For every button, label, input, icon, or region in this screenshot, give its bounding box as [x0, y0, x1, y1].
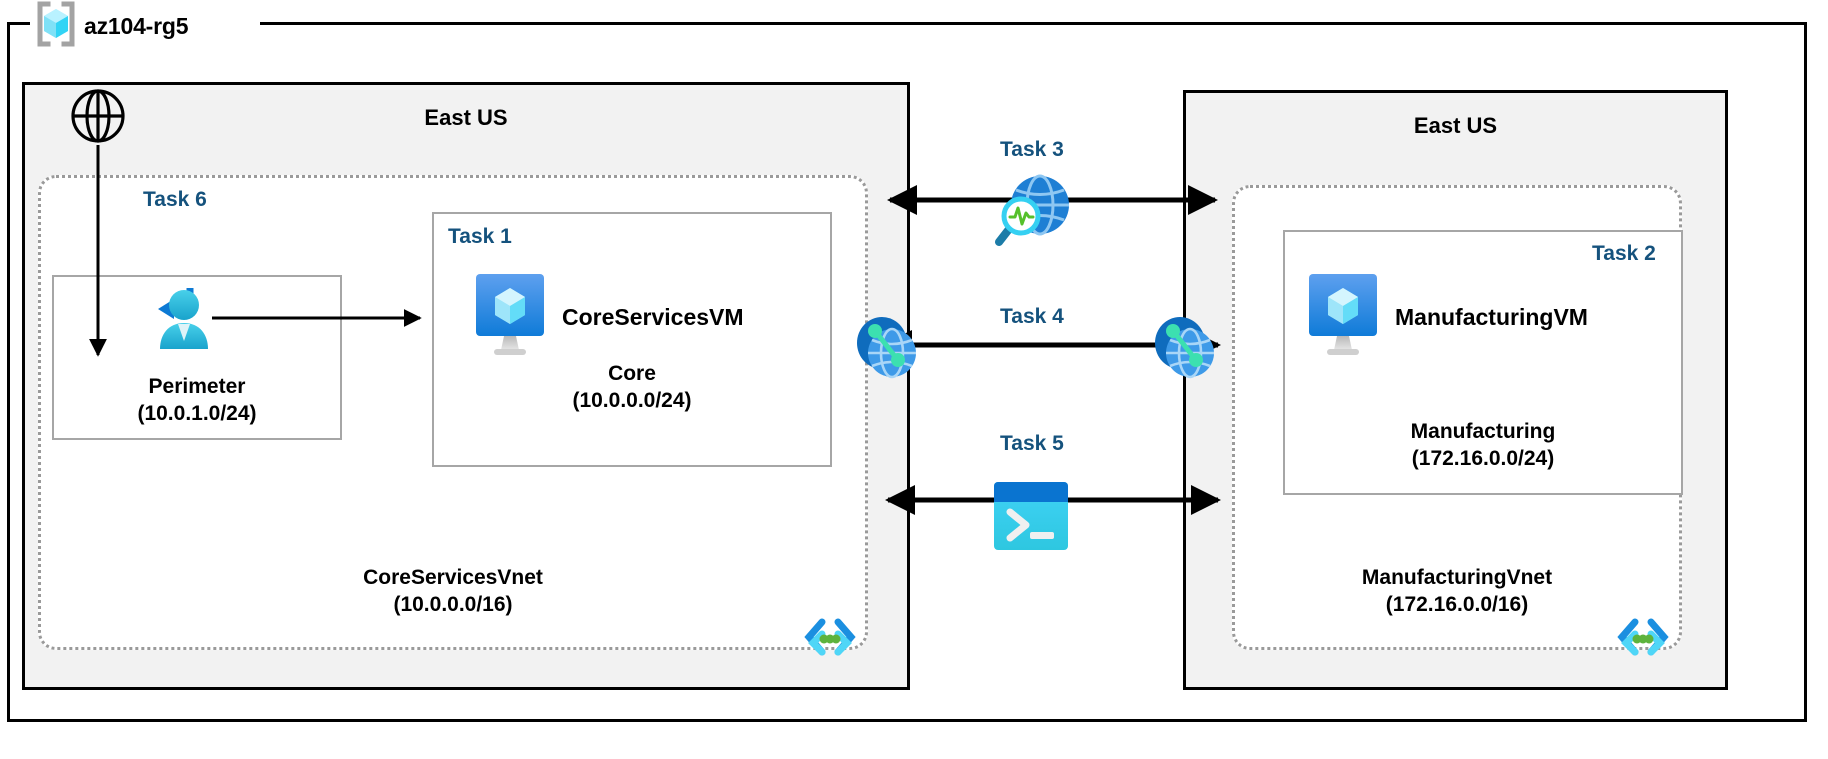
resource-group-name: az104-rg5 [84, 12, 189, 39]
resource-group-title: az104-rg5 [34, 1, 189, 52]
subnet-brackets-icon [800, 612, 860, 667]
subnet-core [432, 212, 832, 467]
task-label-1: Task 1 [448, 225, 512, 248]
vm-coreservicesvm-name: CoreServicesVM [562, 304, 744, 330]
virtual-network-icon [852, 312, 924, 389]
subnet-brackets-icon [1613, 612, 1673, 667]
vnet-manufacturingvnet-cidr: (172.16.0.0/16) [1385, 592, 1529, 616]
subnet-core-name: Core [608, 362, 656, 385]
subnet-perimeter-cidr: (10.0.1.0/24) [137, 402, 257, 426]
vm-manufacturingvm-name: ManufacturingVM [1395, 304, 1588, 330]
cloud-shell-icon [992, 480, 1070, 557]
subnet-perimeter-name: Perimeter [148, 375, 246, 398]
network-watcher-icon [987, 172, 1077, 257]
task-label-5: Task 5 [1000, 432, 1064, 455]
subnet-manufacturing-caption: Manufacturing (172.16.0.0/24) [1283, 418, 1683, 473]
virtual-network-icon [1150, 312, 1222, 389]
region-title-left: East US [424, 105, 508, 130]
vnet-manufacturingvnet-name: ManufacturingVnet [1361, 566, 1553, 589]
subnet-perimeter-caption: Perimeter (10.0.1.0/24) [52, 373, 342, 428]
task-label-4: Task 4 [1000, 305, 1064, 328]
resource-group-frame [7, 22, 1807, 722]
virtual-machine-icon [472, 272, 548, 363]
virtual-machine-icon [1305, 272, 1381, 363]
task-label-2: Task 2 [1592, 242, 1656, 265]
subnet-core-cidr: (10.0.0.0/24) [572, 389, 692, 413]
vm-coreservicesvm: CoreServicesVM [472, 272, 744, 363]
task-label-3: Task 3 [1000, 138, 1064, 161]
globe-internet-icon [70, 88, 126, 149]
subnet-core-caption: Core (10.0.0.0/24) [432, 360, 832, 415]
vnet-coreservicesvnet-name: CoreServicesVnet [363, 566, 543, 589]
vnet-coreservicesvnet-cidr: (10.0.0.0/16) [393, 592, 513, 616]
perimeter-user-icon [138, 283, 214, 360]
azure-resource-group-icon [34, 1, 78, 52]
vnet-coreservicesvnet-label: CoreServicesVnet (10.0.0.0/16) [38, 565, 868, 619]
vnet-manufacturingvnet-label: ManufacturingVnet (172.16.0.0/16) [1232, 565, 1682, 619]
vm-manufacturingvm: ManufacturingVM [1305, 272, 1588, 363]
subnet-manufacturing-cidr: (172.16.0.0/24) [1411, 447, 1555, 471]
subnet-manufacturing-name: Manufacturing [1410, 420, 1556, 443]
task-label-6: Task 6 [143, 188, 207, 211]
region-title-right: East US [1413, 113, 1498, 138]
